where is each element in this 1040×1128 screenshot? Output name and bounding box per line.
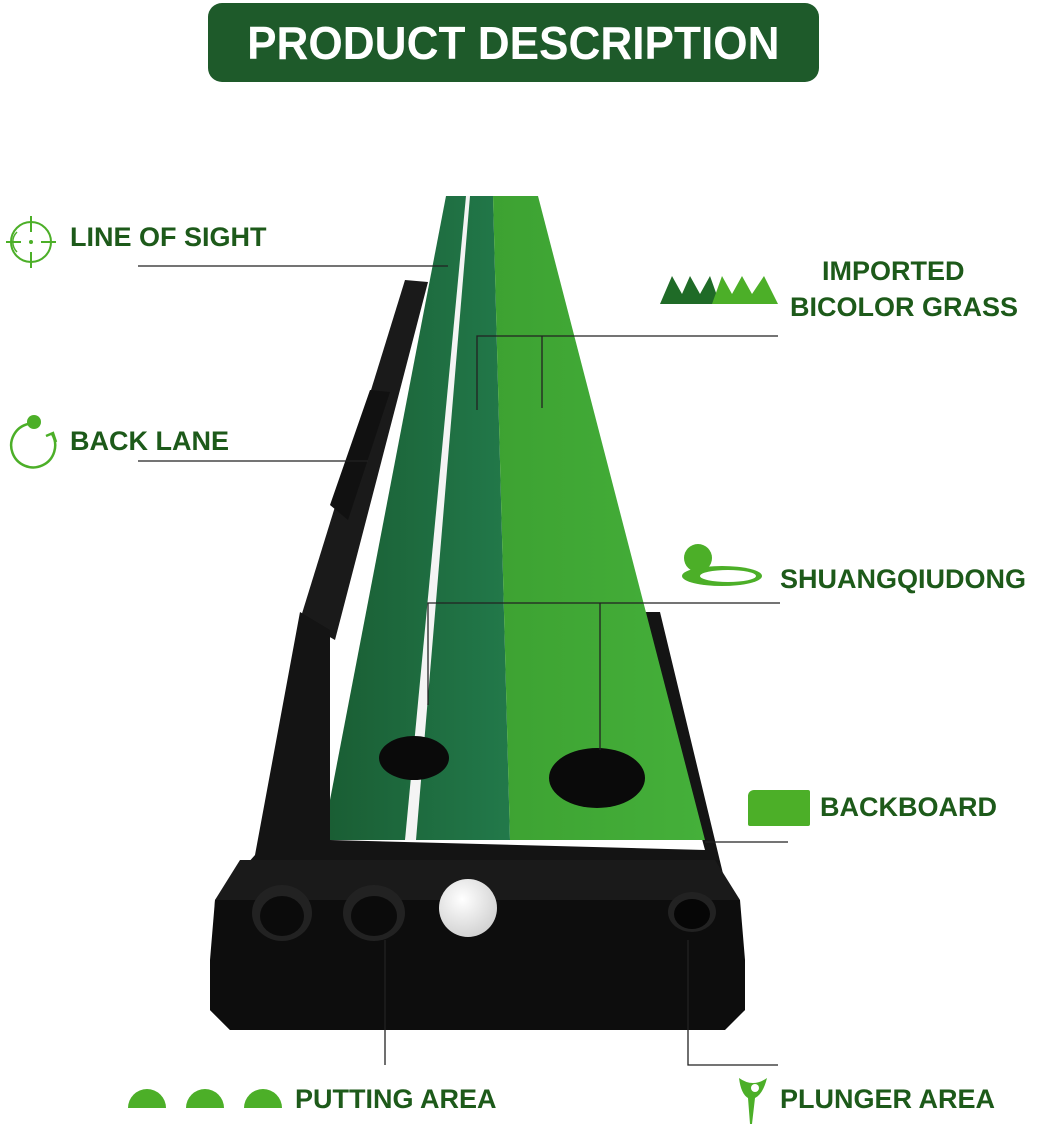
light-grass-strip	[493, 196, 705, 840]
dome-icon	[186, 1089, 224, 1108]
shuangqiudong-label: SHUANGQIUDONG	[780, 564, 1027, 594]
grass-icon	[660, 276, 778, 304]
ball-hole-icon	[682, 544, 762, 586]
bicolor-grass-label: BICOLOR GRASS	[790, 292, 1019, 322]
golf-ball	[439, 879, 497, 937]
circular-arrow-icon	[9, 415, 58, 469]
banner-title: PRODUCT DESCRIPTION	[247, 16, 780, 69]
back-lane-label: BACK LANE	[70, 426, 229, 456]
sight-line	[405, 196, 470, 840]
callout-lines	[138, 265, 788, 1066]
banner: PRODUCT DESCRIPTION	[208, 3, 819, 82]
crosshair-icon	[6, 216, 56, 268]
putting-area-label: PUTTING AREA	[295, 1084, 497, 1114]
dome-icon	[128, 1089, 166, 1108]
imported-grass-label: IMPORTED	[822, 256, 965, 286]
backboard-icon	[748, 790, 810, 826]
hole-left	[379, 736, 449, 780]
plunger-area-label: PLUNGER AREA	[780, 1084, 996, 1114]
hole-right	[549, 748, 645, 808]
line-of-sight-label: LINE OF SIGHT	[70, 222, 267, 252]
dome-icon	[244, 1089, 282, 1108]
backboard-label: BACKBOARD	[820, 792, 997, 822]
golf-tee-icon	[739, 1078, 767, 1124]
dark-grass-strip	[330, 196, 510, 840]
